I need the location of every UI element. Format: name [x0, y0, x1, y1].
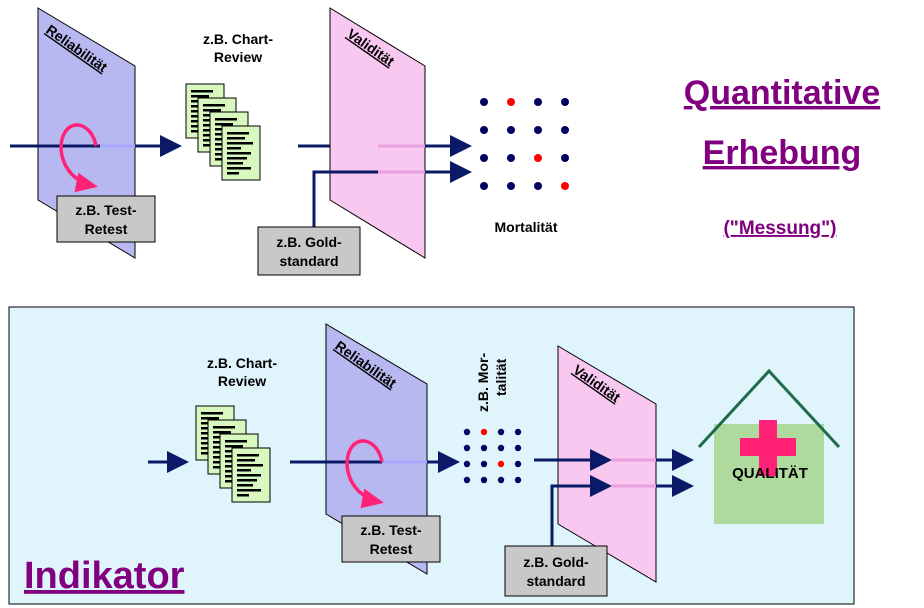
navy-dot — [514, 460, 522, 468]
gold-standard-line2-bottom: standard — [526, 573, 585, 589]
top-section: Reliabilität z.B. Test- Retest z.B. Char… — [10, 7, 569, 276]
title-erhebung: Erhebung — [703, 134, 862, 172]
indicator-title: Indikator — [24, 555, 185, 597]
test-retest-box-bottom — [341, 515, 441, 563]
navy-dot — [534, 98, 542, 106]
retest-loop-arrow — [59, 123, 98, 193]
gold-standard-box — [257, 226, 361, 276]
navy-dot — [463, 444, 471, 452]
side-title: Quantitative Erhebung ("Messung") — [684, 74, 880, 239]
navy-dot — [534, 126, 542, 134]
navy-dot — [480, 182, 488, 190]
document-page — [231, 447, 271, 503]
navy-dot — [480, 460, 488, 468]
navy-dot — [561, 154, 569, 162]
navy-dot — [507, 182, 515, 190]
gold-standard-box-bottom — [504, 545, 608, 597]
navy-dot — [480, 98, 488, 106]
navy-dot — [497, 476, 505, 484]
document-page — [221, 125, 261, 181]
quality-label: QUALITÄT — [732, 465, 808, 482]
navy-dot — [463, 460, 471, 468]
gold-standard-connector-bottom — [550, 475, 612, 548]
red-dot — [561, 182, 569, 190]
title-quantitative: Quantitative — [684, 74, 880, 112]
navy-dot — [480, 476, 488, 484]
gold-standard-line2: standard — [279, 253, 338, 269]
bottom-panel: z.B. Chart- Review Reliabilität z.B. Tes… — [8, 306, 855, 605]
chart-review-line2: Review — [214, 49, 262, 65]
gold-standard-connector — [312, 170, 378, 230]
test-retest-line1: z.B. Test- — [75, 202, 137, 218]
mortality-dot-grid-bottom — [463, 428, 522, 484]
mortality-vertical-line2: talität — [493, 358, 509, 396]
navy-dot — [497, 428, 505, 436]
navy-dot — [497, 444, 505, 452]
gold-standard-line1-bottom: z.B. Gold- — [523, 554, 589, 570]
red-dot — [507, 98, 515, 106]
mortality-label: Mortalität — [495, 219, 558, 235]
red-dot — [480, 428, 488, 436]
title-messung: ("Messung") — [723, 218, 836, 239]
navy-dot — [480, 126, 488, 134]
navy-dot — [480, 444, 488, 452]
navy-dot — [480, 154, 488, 162]
navy-dot — [463, 428, 471, 436]
retest-loop-arrow-bottom — [345, 439, 384, 509]
mortality-dot-grid — [480, 98, 569, 190]
test-retest-box — [56, 195, 156, 243]
navy-dot — [514, 476, 522, 484]
navy-dot — [507, 154, 515, 162]
chart-review-line1-bottom: z.B. Chart- — [207, 355, 277, 371]
document-stack-icon — [185, 83, 261, 181]
gold-standard-line1: z.B. Gold- — [276, 234, 342, 250]
test-retest-line1-bottom: z.B. Test- — [360, 522, 422, 538]
document-stack-icon-bottom — [195, 405, 271, 503]
chart-review-line2-bottom: Review — [218, 373, 266, 389]
chart-review-line1: z.B. Chart- — [203, 31, 273, 47]
mortality-vertical-line1: z.B. Mor- — [475, 353, 491, 412]
test-retest-line2-bottom: Retest — [370, 541, 413, 557]
navy-dot — [534, 182, 542, 190]
house-roof — [697, 368, 841, 449]
quality-house-icon: QUALITÄT — [697, 368, 841, 524]
validity-plate — [329, 7, 426, 259]
test-retest-line2: Retest — [85, 221, 128, 237]
navy-dot — [463, 476, 471, 484]
navy-dot — [507, 126, 515, 134]
cross-horizontal — [740, 438, 796, 456]
red-dot — [497, 460, 505, 468]
navy-dot — [514, 428, 522, 436]
navy-dot — [514, 444, 522, 452]
red-dot — [534, 154, 542, 162]
navy-dot — [561, 126, 569, 134]
navy-dot — [561, 98, 569, 106]
